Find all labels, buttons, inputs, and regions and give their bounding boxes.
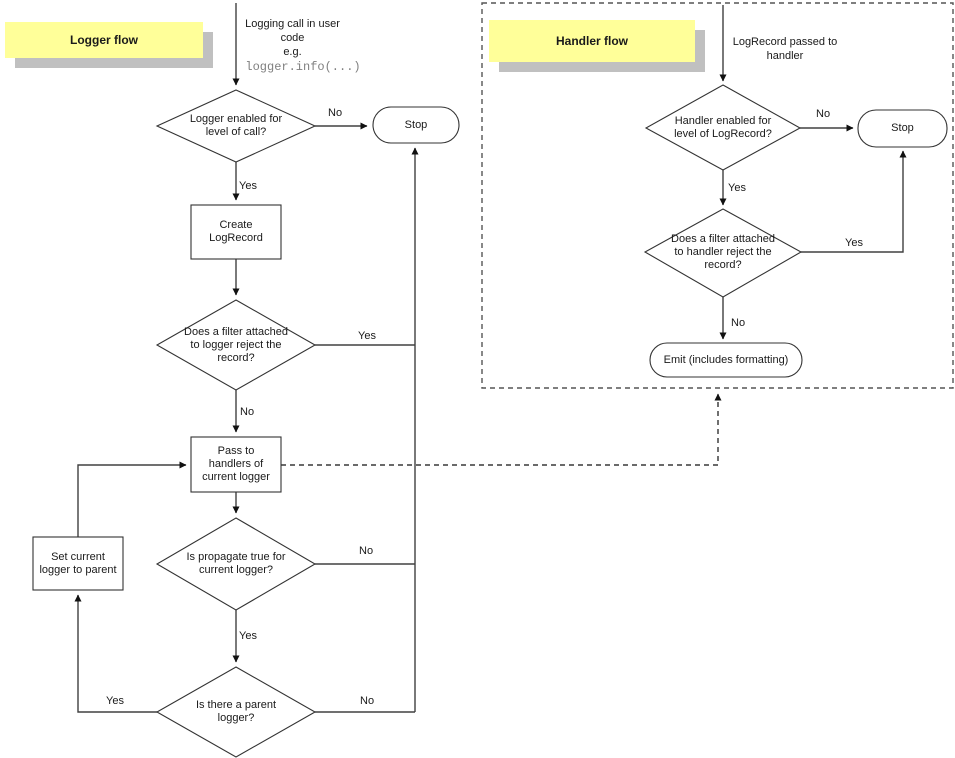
edge-parent-yes-to-set [74, 594, 157, 713]
logger-entry-caption: Logging call in user code e.g. [245, 18, 340, 58]
handler-flow-boundary [481, 2, 954, 389]
edge-label-propagate-yes: Yes [239, 630, 257, 642]
edge-label-handler-filter-yes: Yes [845, 237, 863, 249]
pass-to-handlers-box [190, 436, 282, 493]
edge-label-propagate-no: No [359, 545, 374, 557]
edge-label-parent-no: No [360, 695, 375, 707]
edge-label-filter-no: No [240, 406, 255, 418]
logger-level-check-diamond [155, 89, 317, 163]
logger-flow-note: Logger flow [5, 22, 203, 58]
edge-label-handler-level-yes: Yes [728, 182, 746, 194]
propagate-check-diamond [155, 517, 317, 611]
handler-flow-note: Handler flow [489, 20, 695, 62]
logger-entry-code: logger.info(...) [245, 60, 361, 74]
edge-pass-to-handler-flow-dashed [281, 393, 722, 466]
edge-label-filter-yes: Yes [358, 330, 376, 342]
edge-label-handler-level-no: No [816, 108, 831, 120]
parent-check-diamond [155, 666, 317, 758]
handler-level-check-diamond [644, 84, 802, 171]
edge-label-level-no: No [328, 107, 343, 119]
edge-label-parent-yes: Yes [106, 695, 124, 707]
create-logrecord-box [190, 204, 282, 260]
edge-label-level-yes: Yes [239, 180, 257, 192]
edge-set-to-pass [77, 461, 187, 537]
handler-entry-caption: LogRecord passed to handler [732, 36, 838, 62]
set-current-logger-box [32, 536, 124, 591]
logger-flow-title: Logger flow [70, 33, 138, 47]
logger-filter-check-diamond [155, 299, 317, 391]
emit-node [649, 342, 803, 378]
handler-filter-check-diamond [643, 208, 803, 298]
edge-label-handler-filter-no: No [731, 317, 746, 329]
handler-stop-node [857, 109, 948, 148]
logger-stop-node [372, 106, 460, 144]
edge-handler-filter-yes-to-stop [801, 150, 907, 253]
handler-flow-title: Handler flow [555, 34, 628, 48]
